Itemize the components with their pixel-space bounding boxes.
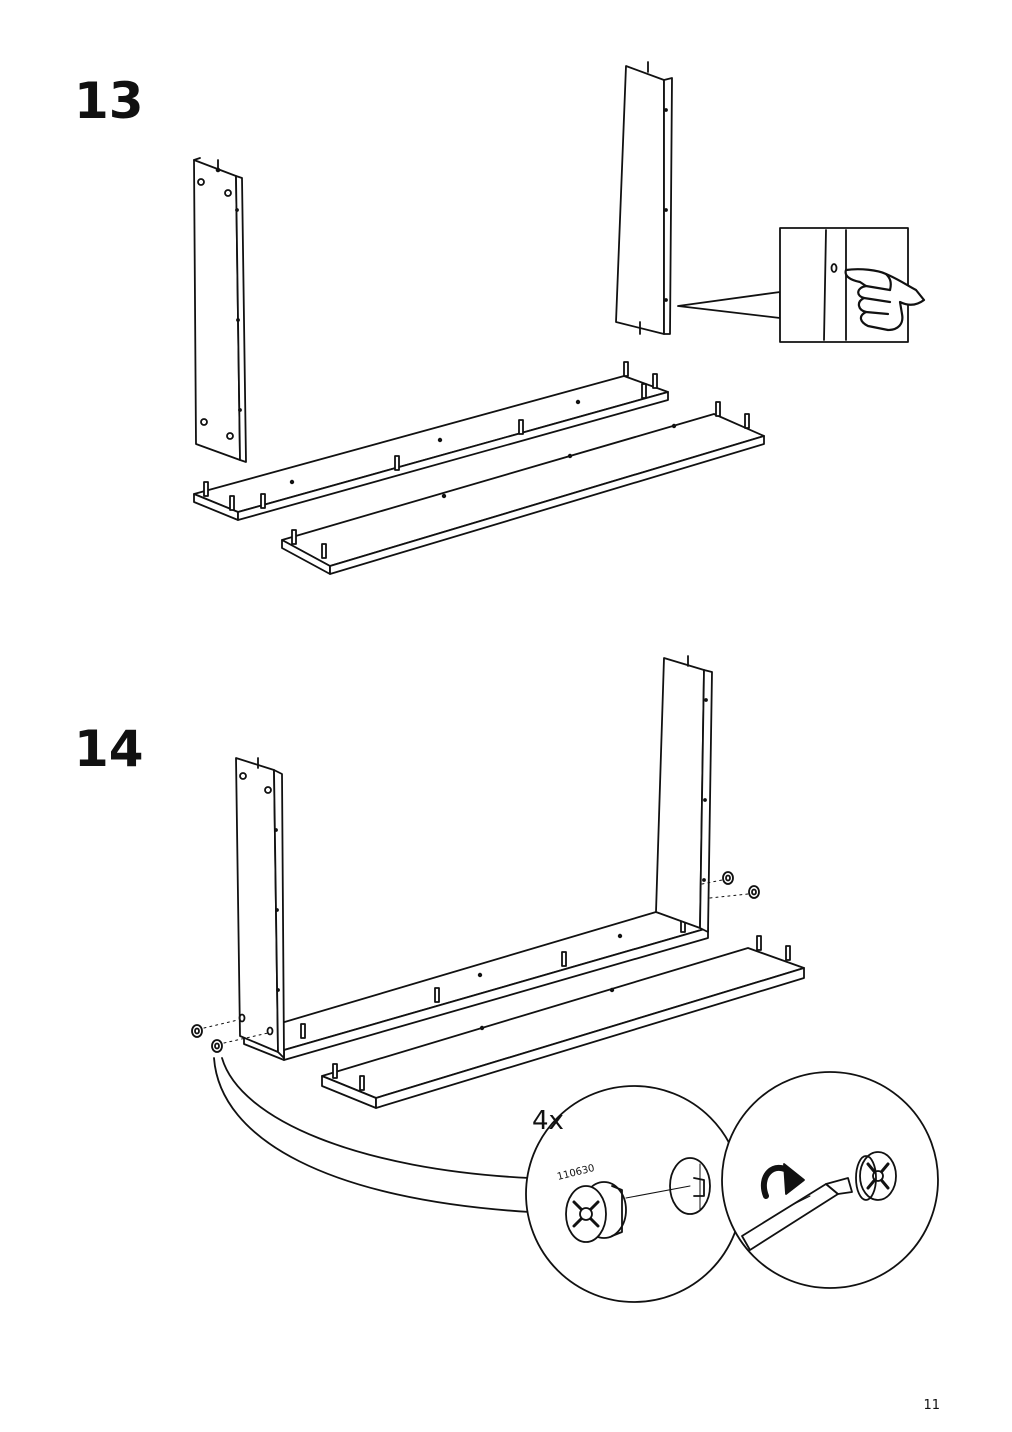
cam-lock-detail-circle	[525, 1085, 743, 1303]
cam-lock-icon	[565, 1181, 627, 1243]
loose-top-panel-icon	[321, 935, 805, 1109]
bottom-panel-icon	[193, 361, 669, 521]
cam-lock-right-icon	[701, 871, 760, 899]
step-13-number: 13	[74, 72, 144, 130]
screwdriver-icon	[741, 1177, 853, 1251]
quantity-label: 4x	[532, 1106, 564, 1136]
top-panel-icon	[281, 401, 765, 575]
screwdriver-detail-circle	[721, 1071, 939, 1289]
step-14-number: 14	[74, 720, 144, 778]
assembled-side-panel-left-icon	[235, 757, 285, 1059]
assembled-bottom-panel-icon	[243, 911, 709, 1061]
rotate-clockwise-arrow-icon	[760, 1163, 805, 1199]
detail-leader-inner	[221, 1057, 531, 1179]
pointing-hand-icon	[844, 268, 926, 332]
detail-leader-outer	[213, 1057, 531, 1213]
side-panel-right-icon	[615, 61, 673, 335]
side-panel-left-icon	[193, 157, 247, 463]
page-number: 11	[923, 1398, 940, 1413]
cam-lock-left-icon	[191, 1013, 274, 1053]
assembled-side-panel-right-icon	[655, 655, 713, 933]
